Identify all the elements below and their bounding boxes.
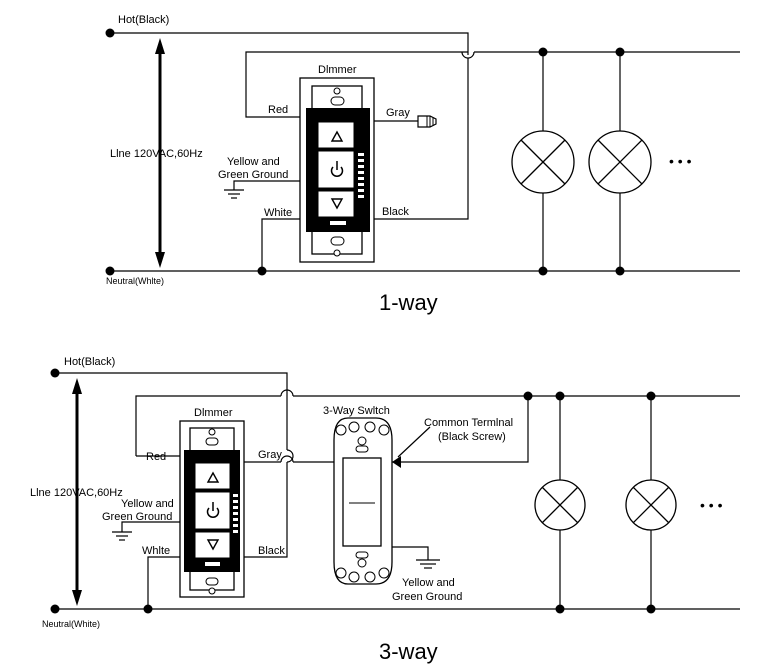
ground-label-1a: Yellow and (227, 156, 280, 168)
three-way-switch (333, 417, 393, 585)
ground-label-2b: Green Ground (102, 511, 172, 523)
white-label-1: White (264, 207, 292, 219)
dimmer-device-2 (179, 420, 245, 598)
common-terminal-label-2: (Black Screw) (438, 431, 506, 443)
dimmer-label-1: Dlmmer (318, 64, 357, 76)
down-button-1 (317, 190, 355, 218)
caption-1way: 1-way (379, 290, 438, 315)
line-voltage-label-1: Llne 120VAC,60Hz (110, 148, 203, 160)
dimmer-label-2: Dlmmer (194, 407, 233, 419)
common-terminal-label: Common Termlnal (424, 417, 513, 429)
ground-label-1b: Green Ground (218, 169, 288, 181)
power-icon (206, 507, 220, 519)
white-wire-1 (261, 218, 300, 271)
up-arrow-icon (330, 130, 344, 142)
hot-wire-2 (55, 372, 288, 396)
common-wire-2 (392, 396, 529, 463)
power-icon (330, 166, 344, 178)
red-label-2: Red (146, 451, 166, 463)
ground-label-2a: Yellow and (121, 498, 174, 510)
hot-terminal-dot-1 (105, 28, 115, 38)
diagram-3way: Hot(Black) Neutral(White) Llne 120VAC,60… (30, 356, 740, 664)
down-arrow-icon (330, 198, 344, 210)
level-indicator-1 (358, 153, 364, 198)
white-wire-2 (147, 556, 180, 609)
down-arrow-icon (206, 539, 220, 551)
caption-3way: 3-way (379, 639, 438, 664)
white-label-2: Whlte (142, 545, 170, 557)
up-arrow-icon (206, 471, 220, 483)
switch-label: 3-Way Swltch (323, 405, 390, 417)
lamp-icon (534, 479, 586, 531)
line-voltage-label-2: Llne 120VAC,60Hz (30, 487, 123, 499)
lamp-icon (625, 479, 677, 531)
hot-wire-1 (110, 32, 469, 52)
red-label-1: Red (268, 104, 288, 116)
switch-ground-label-a: Yellow and (402, 577, 455, 589)
diagram-1way: Hot(Black) Neutral(Whlte) Llne 120VAC,60… (105, 14, 740, 315)
black-wire-2 (244, 462, 288, 558)
neutral-label-2: Neutral(White) (42, 619, 100, 629)
neutral-label-1: Neutral(Whlte) (106, 276, 164, 286)
ground-wire-2b (392, 546, 429, 560)
red-wire-2 (135, 395, 281, 456)
dimmer-device-1 (299, 77, 375, 263)
ground-wire-2 (121, 521, 180, 532)
lamp-icon (588, 130, 652, 194)
switch-ground-label-b: Green Ground (392, 591, 462, 603)
more-lamps-ellipsis-2: • • • (700, 497, 723, 513)
hot-label-1: Hot(Black) (118, 14, 169, 26)
lamp-icon (511, 130, 575, 194)
ground-wire-1 (233, 180, 300, 190)
gray-label-2: Gray (258, 449, 282, 461)
black-wire-1 (374, 58, 469, 220)
power-button-1 (317, 150, 355, 189)
more-lamps-ellipsis-1: • • • (669, 153, 692, 169)
gray-label-1: Gray (386, 107, 410, 119)
red-wire-1 (245, 51, 468, 118)
up-button-1 (317, 121, 355, 149)
black-label-1: Black (382, 206, 409, 218)
hot-label-2: Hot(Black) (64, 356, 115, 368)
neutral-terminal-dot-1 (105, 266, 115, 276)
common-arrow-icon (392, 456, 401, 468)
black-label-2: Black (258, 545, 285, 557)
